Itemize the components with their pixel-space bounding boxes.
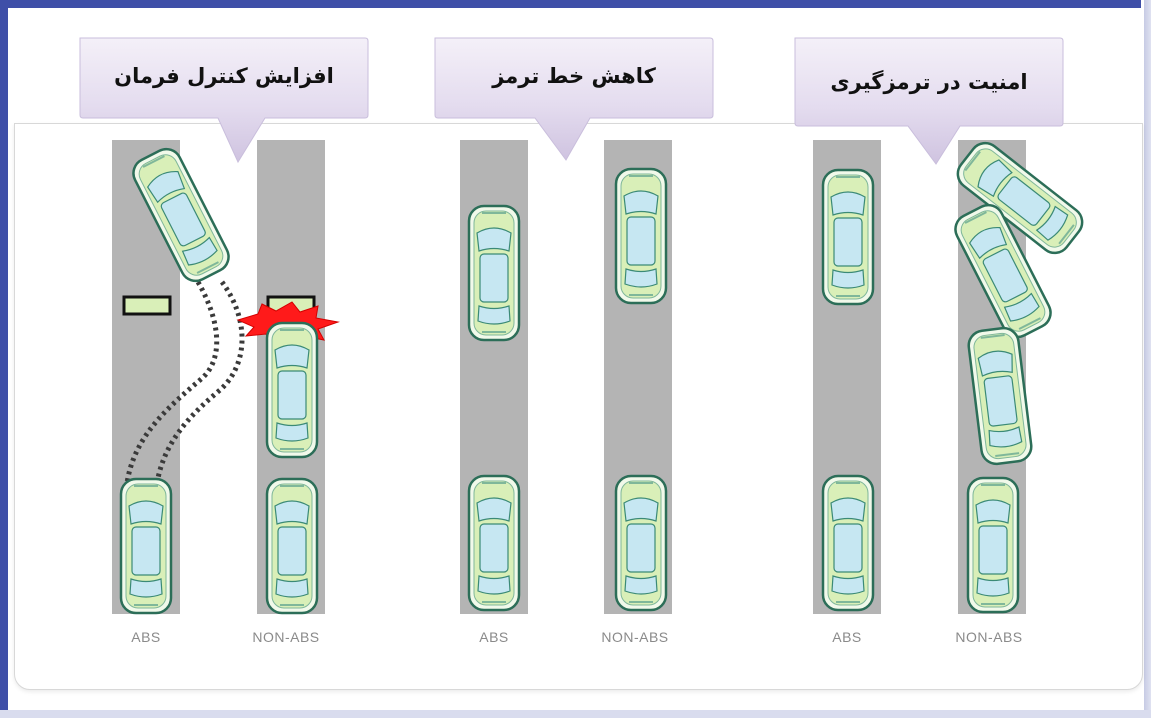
- car-icon: [265, 321, 319, 459]
- car-icon: [119, 477, 173, 615]
- lane-label-abs: ABS: [479, 629, 509, 645]
- section-title: کاهش خط ترمز: [492, 64, 656, 88]
- lanes: [112, 140, 1026, 614]
- car-icon: [966, 476, 1020, 614]
- car-icon: [265, 477, 319, 615]
- lane-label-non-abs: NON-ABS: [955, 629, 1023, 645]
- car-icon: [821, 168, 875, 306]
- car-icon: [467, 204, 521, 342]
- lane-label-abs: ABS: [131, 629, 161, 645]
- frame-right-edge: [1141, 0, 1151, 718]
- car-icon: [614, 167, 668, 305]
- car-icon: [614, 474, 668, 612]
- lane-label-non-abs: NON-ABS: [252, 629, 320, 645]
- lane-label-non-abs: NON-ABS: [601, 629, 669, 645]
- title-bubble-2: [434, 37, 714, 161]
- title-bubble-1: [79, 37, 369, 164]
- car-icon: [467, 474, 521, 612]
- skid-path: [123, 280, 245, 493]
- section-title: امنیت در ترمزگیری: [830, 70, 1028, 94]
- lane-label-abs: ABS: [832, 629, 862, 645]
- title-bubble-3: [794, 37, 1064, 165]
- obstacle-icon: [122, 295, 172, 316]
- car-icon: [821, 474, 875, 612]
- frame-bottom-edge: [0, 710, 1151, 718]
- section-title: افزایش کنترل فرمان: [114, 64, 334, 88]
